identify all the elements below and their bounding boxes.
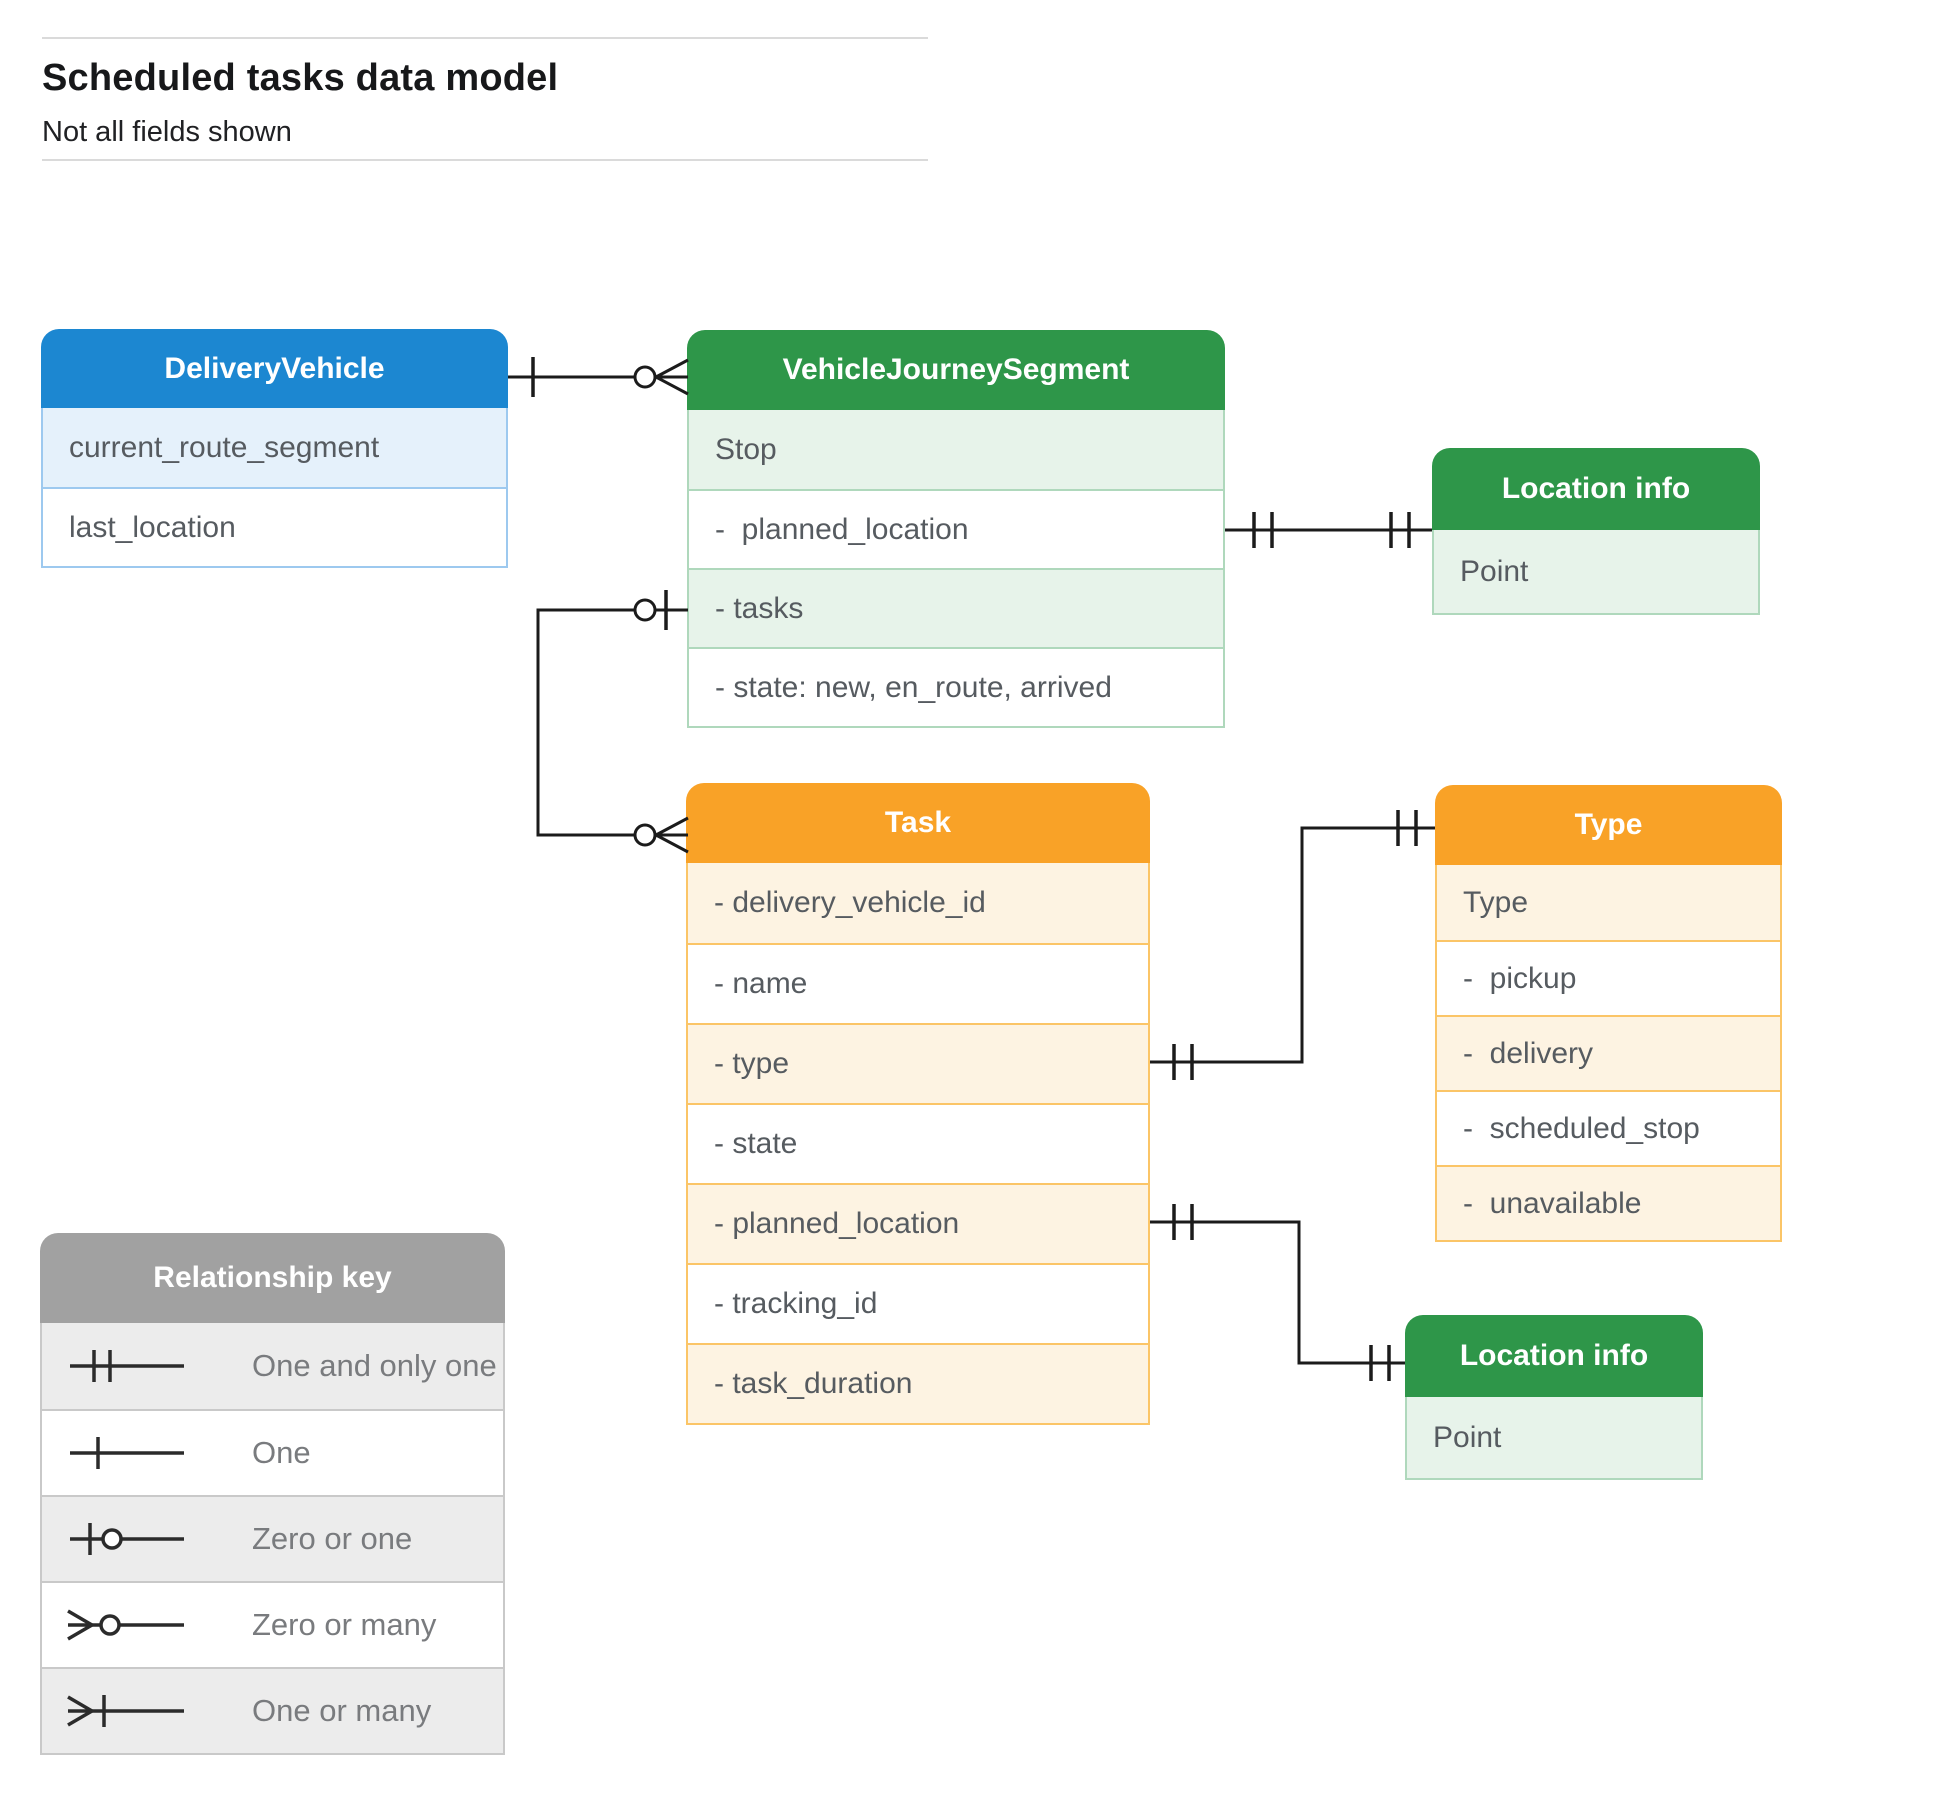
entity-task: Task - delivery_vehicle_id - name - type… [686,783,1150,1425]
connector-task-plannedlocation-to-locationinfo-bottom [1150,1204,1405,1381]
key-item-one-and-only-one: One and only one [42,1323,503,1409]
entity-task-fields: - delivery_vehicle_id - name - type - st… [686,863,1150,1425]
key-item-zero-or-one: Zero or one [42,1495,503,1581]
key-item-one-or-many: One or many [42,1667,503,1753]
field-planned-location: - planned_location [689,489,1223,568]
entity-delivery-vehicle-fields: current_route_segment last_location [41,408,508,568]
page-subtitle: Not all fields shown [42,116,292,148]
connector-task-type-to-type [1150,810,1435,1080]
field-type: - type [688,1023,1148,1103]
field-delivery: - delivery [1437,1015,1780,1090]
key-item-zero-or-many: Zero or many [42,1581,503,1667]
field-stop: Stop [689,410,1223,489]
entity-location-info-bottom-title: Location info [1405,1315,1703,1397]
zero-or-many-icon [67,1609,184,1641]
relationship-key-title: Relationship key [40,1233,505,1323]
entity-location-info-top-title: Location info [1432,448,1760,530]
key-label: One and only one [252,1348,497,1383]
entity-vehicle-journey-segment-title: VehicleJourneySegment [687,330,1225,410]
entity-location-info-top: Location info Point [1432,448,1760,615]
field-unavailable: - unavailable [1437,1165,1780,1240]
top-divider [42,37,928,39]
field-scheduled-stop: - scheduled_stop [1437,1090,1780,1165]
field-type-name: Type [1437,865,1780,940]
field-task-planned-location: - planned_location [688,1183,1148,1263]
field-state: - state: new, en_route, arrived [689,647,1223,726]
one-or-many-icon [67,1695,184,1727]
field-task-duration: - task_duration [688,1343,1148,1423]
entity-location-info-bottom: Location info Point [1405,1315,1703,1480]
entity-vehicle-journey-segment-fields: Stop - planned_location - tasks - state:… [687,410,1225,728]
entity-type-title: Type [1435,785,1782,865]
field-pickup: - pickup [1437,940,1780,1015]
key-label: One [252,1435,311,1470]
connector-deliveryvehicle-to-vehiclejourneysegment [508,357,689,397]
field-task-state: - state [688,1103,1148,1183]
field-point: Point [1434,530,1758,613]
field-tasks: - tasks [689,568,1223,647]
entity-location-info-bottom-fields: Point [1405,1397,1703,1480]
field-last-location: last_location [43,487,506,566]
relationship-key-items: One and only one One Zero or one Zero or… [40,1323,505,1755]
one-icon [70,1437,184,1469]
field-tracking-id: - tracking_id [688,1263,1148,1343]
connector-vjs-plannedlocation-to-locationinfo-top [1225,512,1432,548]
key-item-one: One [42,1409,503,1495]
field-current-route-segment: current_route_segment [43,408,506,487]
one-and-only-one-icon [70,1350,184,1382]
field-name: - name [688,943,1148,1023]
entity-type-fields: Type - pickup - delivery - scheduled_sto… [1435,865,1782,1242]
relationship-key: Relationship key One and only one One Ze… [40,1233,505,1755]
entity-location-info-top-fields: Point [1432,530,1760,615]
field-point-bottom: Point [1407,1397,1701,1478]
page-title: Scheduled tasks data model [42,57,559,99]
zero-or-one-icon [70,1523,184,1555]
entity-vehicle-journey-segment: VehicleJourneySegment Stop - planned_loc… [687,330,1225,728]
key-label: One or many [252,1693,432,1728]
key-label: Zero or one [252,1521,413,1556]
connector-vjs-tasks-to-task [536,590,689,854]
title-divider [42,159,928,161]
entity-delivery-vehicle-title: DeliveryVehicle [41,329,508,408]
key-label: Zero or many [252,1607,437,1642]
entity-type: Type Type - pickup - delivery - schedule… [1435,785,1782,1242]
field-delivery-vehicle-id: - delivery_vehicle_id [688,863,1148,943]
entity-delivery-vehicle: DeliveryVehicle current_route_segment la… [41,329,508,568]
entity-task-title: Task [686,783,1150,863]
